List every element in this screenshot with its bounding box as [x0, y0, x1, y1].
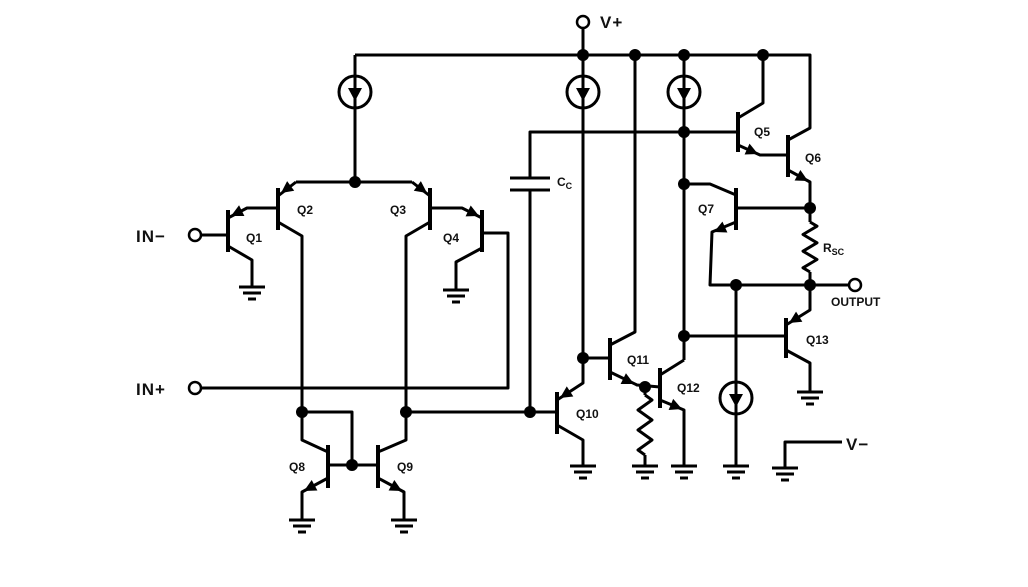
wire: [528, 130, 738, 178]
wire: [787, 168, 812, 208]
emitter-arrow-icon: [560, 386, 574, 398]
q10-label: Q10: [576, 407, 599, 421]
q12-label: Q12: [677, 381, 700, 395]
wire: [227, 244, 254, 283]
junction-dot: [804, 202, 816, 214]
emitter-arrow-icon: [668, 398, 682, 411]
emitter-arrow-icon: [231, 205, 245, 216]
emitter-arrow-icon: [714, 221, 728, 233]
wire: [609, 55, 637, 347]
rsc-label: RSC: [823, 241, 845, 257]
q2-label: Q2: [297, 203, 313, 217]
current-source-arrow-icon: [729, 394, 743, 407]
wire: [302, 410, 354, 465]
in-minus-label: IN−: [136, 227, 166, 246]
wire: [659, 358, 685, 377]
junction-dot: [678, 126, 690, 138]
v-plus-terminal: [575, 14, 591, 30]
emitter-arrow-icon: [413, 181, 427, 193]
in-plus-terminal: [187, 380, 203, 396]
q13-label: Q13: [806, 333, 829, 347]
rsc-label-sub: SC: [832, 247, 845, 257]
wire: [737, 143, 788, 157]
q1-label: Q1: [246, 231, 262, 245]
cc-label-sub: C: [566, 181, 573, 191]
current-source-arrow-icon: [348, 88, 362, 101]
current-source-arrow-icon: [677, 88, 691, 101]
emitter-arrow-icon: [304, 480, 318, 491]
q3-label: Q3: [390, 203, 406, 217]
wire: [454, 246, 483, 286]
v-minus-wire: [783, 440, 842, 464]
junction-dot: [678, 330, 690, 342]
wire: [300, 412, 329, 454]
emitter-arrow-icon: [744, 143, 758, 155]
emitter-arrow-icon: [789, 311, 803, 323]
junction-dot: [639, 381, 651, 393]
wire: [684, 182, 737, 197]
junction-dot: [577, 49, 589, 61]
junction-dot: [757, 49, 769, 61]
output-label: OUTPUT: [831, 295, 881, 309]
cc-label: CC: [557, 175, 573, 191]
junction-dot: [678, 49, 690, 61]
output-terminal: [847, 277, 863, 293]
emitter-arrow-icon: [388, 480, 402, 491]
q4-label: Q4: [443, 231, 459, 245]
current-source-arrow-icon: [576, 88, 590, 101]
junction-dot: [349, 176, 361, 188]
wire: [609, 370, 661, 389]
emitter-arrow-icon: [794, 169, 808, 181]
junction-dot: [524, 406, 536, 418]
v-minus-label: V−: [846, 435, 869, 454]
junction-dot: [678, 178, 690, 190]
rsc-resistor: [801, 220, 819, 274]
q8-label: Q8: [289, 460, 305, 474]
resistor: [636, 393, 654, 457]
wire: [556, 423, 585, 462]
q7-label: Q7: [698, 202, 714, 216]
q11-label: Q11: [627, 353, 649, 367]
rsc-label-main: R: [823, 241, 832, 255]
junction-dot: [400, 406, 412, 418]
q5-label: Q5: [754, 125, 770, 139]
in-minus-terminal: [187, 227, 203, 243]
junction-dot: [577, 352, 589, 364]
in-plus-label: IN+: [136, 380, 166, 399]
in-plus-wire: [201, 231, 510, 390]
wire: [377, 476, 406, 516]
junction-dot: [730, 279, 742, 291]
wire: [785, 348, 812, 388]
q9-label: Q9: [397, 460, 413, 474]
q6-label: Q6: [805, 151, 821, 165]
emitter-arrow-icon: [620, 373, 634, 384]
wire: [377, 412, 408, 454]
wire: [300, 476, 329, 516]
wire: [277, 220, 304, 412]
wire: [404, 220, 431, 412]
emitter-arrow-icon: [281, 181, 295, 193]
emitter-arrow-icon: [465, 205, 479, 217]
wire: [737, 55, 765, 120]
junction-dot: [804, 279, 816, 291]
junction-dot: [346, 459, 358, 471]
cc-label-main: C: [557, 175, 566, 189]
junction-dot: [629, 49, 641, 61]
v-plus-label: V+: [600, 13, 623, 32]
wire: [659, 398, 686, 462]
junction-dot: [296, 406, 308, 418]
